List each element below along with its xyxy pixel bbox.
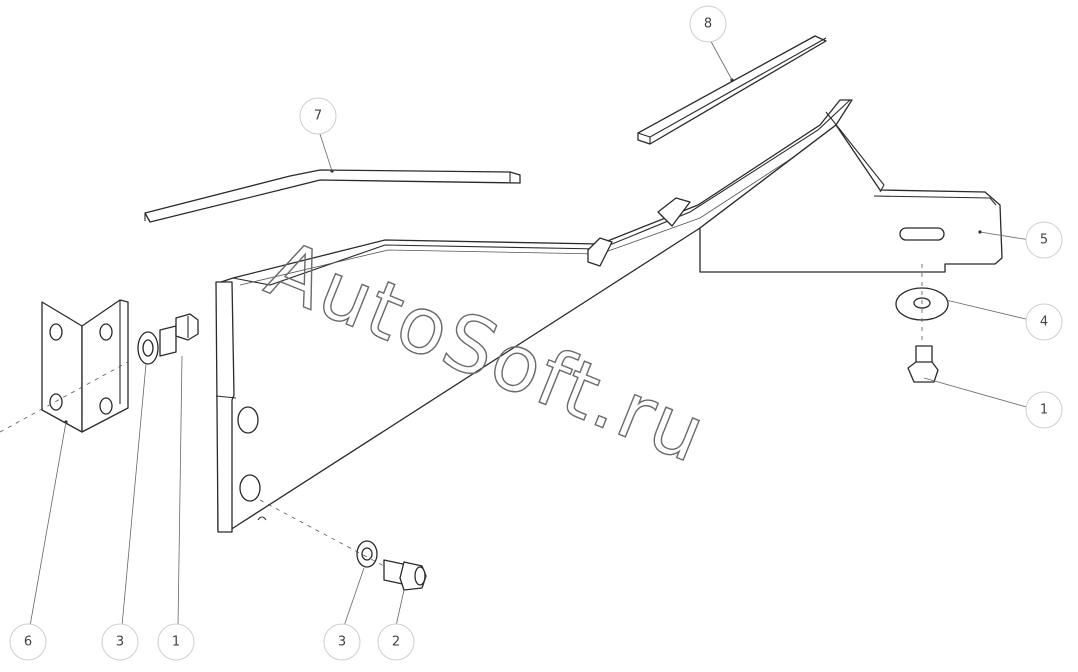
part-5-main-bracket bbox=[215, 99, 1003, 533]
callout-2: 2 bbox=[377, 623, 415, 661]
part-1-bolt-left bbox=[159, 313, 199, 357]
callout-3-left: 3 bbox=[101, 623, 139, 661]
svg-text:7: 7 bbox=[314, 109, 322, 124]
callout-1-left: 1 bbox=[157, 623, 195, 661]
svg-text:8: 8 bbox=[704, 17, 712, 32]
part-1-bolt-right bbox=[907, 345, 939, 383]
part-2-socket-bolt bbox=[383, 559, 427, 591]
svg-text:5: 5 bbox=[1040, 233, 1048, 248]
callout-5: 5 bbox=[1025, 221, 1063, 259]
svg-text:3: 3 bbox=[338, 635, 346, 650]
part-3-washer-left bbox=[137, 331, 159, 365]
svg-text:4: 4 bbox=[1040, 315, 1048, 330]
callout-7: 7 bbox=[299, 97, 337, 135]
callout-3-bottom: 3 bbox=[323, 623, 361, 661]
callout-4: 4 bbox=[1025, 303, 1063, 341]
part-6-angle-bracket bbox=[41, 299, 129, 433]
callout-1-right: 1 bbox=[1025, 391, 1063, 429]
part-7-strip bbox=[144, 169, 521, 223]
svg-text:3: 3 bbox=[116, 635, 124, 650]
svg-text:1: 1 bbox=[172, 635, 180, 650]
svg-text:1: 1 bbox=[1040, 403, 1048, 418]
part-3-washer-bottom bbox=[356, 540, 378, 568]
leader-lines bbox=[0, 35, 1031, 627]
part-8-strip bbox=[637, 35, 827, 145]
svg-text:2: 2 bbox=[392, 635, 400, 650]
callout-8: 8 bbox=[689, 5, 727, 43]
callout-6: 6 bbox=[9, 623, 47, 661]
svg-text:6: 6 bbox=[24, 635, 32, 650]
